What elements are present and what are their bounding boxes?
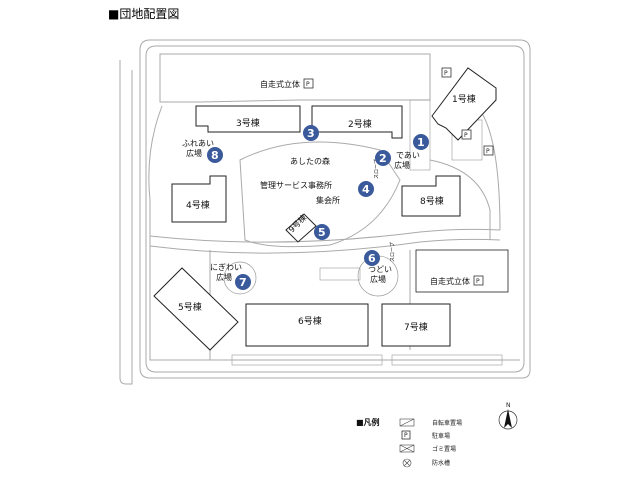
svg-text:8: 8 xyxy=(211,149,219,162)
svg-text:P: P xyxy=(464,132,468,139)
svg-text:6: 6 xyxy=(368,252,376,265)
svg-text:自走式立体: 自走式立体 xyxy=(260,79,300,89)
parking-marks: P P P xyxy=(441,67,494,156)
svg-text:であい: であい xyxy=(396,151,420,160)
plaza-nigiwai: にぎわい 広場 xyxy=(210,261,257,295)
svg-text:3: 3 xyxy=(307,127,315,140)
svg-text:広場: 広場 xyxy=(186,148,202,158)
svg-text:1号棟: 1号棟 xyxy=(452,93,476,105)
area-labels: あしたの森 管理サービス事務所 集会所 スロープ xyxy=(260,156,380,205)
svg-text:防水槽: 防水槽 xyxy=(432,459,450,467)
svg-text:2: 2 xyxy=(379,152,387,165)
marker-7[interactable]: 7 xyxy=(235,274,251,290)
svg-text:5号棟: 5号棟 xyxy=(178,301,202,313)
svg-text:つどい: つどい xyxy=(368,265,392,274)
marker-4[interactable]: 4 xyxy=(358,181,374,197)
legend-parking: P 駐車場 xyxy=(401,430,450,440)
svg-text:自走式立体: 自走式立体 xyxy=(430,276,470,286)
building-5: 5号棟 xyxy=(153,267,239,351)
svg-text:ふれあい: ふれあい xyxy=(182,139,214,148)
svg-text:スロープ: スロープ xyxy=(374,159,380,179)
north-arrow: N xyxy=(498,402,518,430)
legend: ■凡例 自転車置場 P 駐車場 ゴミ置場 防水槽 xyxy=(356,417,462,468)
svg-text:あしたの森: あしたの森 xyxy=(290,156,330,166)
parking-rows xyxy=(231,99,503,366)
svg-text:7号棟: 7号棟 xyxy=(404,321,428,333)
building-7: 7号棟 xyxy=(381,303,451,347)
svg-text:広場: 広場 xyxy=(216,272,232,282)
svg-text:N: N xyxy=(506,402,511,409)
marker-1[interactable]: 1 xyxy=(413,134,429,150)
svg-text:にぎわい: にぎわい xyxy=(210,262,242,272)
svg-text:4: 4 xyxy=(362,183,370,196)
svg-text:5: 5 xyxy=(318,226,326,239)
building-3: 3号棟 xyxy=(195,105,301,133)
parking-garage-east: 自走式立体 P xyxy=(415,249,509,293)
svg-text:3号棟: 3号棟 xyxy=(236,117,260,129)
svg-text:P: P xyxy=(404,432,408,439)
page-title: ■団地配置図 xyxy=(108,7,180,21)
svg-text:P: P xyxy=(486,148,490,155)
svg-text:管理サービス事務所: 管理サービス事務所 xyxy=(260,180,332,190)
svg-text:広場: 広場 xyxy=(370,274,386,284)
marker-3[interactable]: 3 xyxy=(303,125,319,141)
building-1: 1号棟 xyxy=(431,67,497,141)
svg-text:6号棟: 6号棟 xyxy=(298,315,322,327)
svg-text:P: P xyxy=(444,70,448,77)
marker-6[interactable]: 6 xyxy=(364,250,380,266)
svg-text:1: 1 xyxy=(417,136,425,149)
svg-text:8号棟: 8号棟 xyxy=(420,195,444,207)
slope-label-east: スロープ xyxy=(390,242,396,262)
svg-text:集会所: 集会所 xyxy=(316,195,340,205)
legend-water-tank: 防水槽 xyxy=(402,458,450,468)
svg-text:P: P xyxy=(476,278,480,285)
marker-8[interactable]: 8 xyxy=(207,147,223,163)
building-4: 4号棟 xyxy=(171,175,227,223)
svg-text:2号棟: 2号棟 xyxy=(348,118,372,130)
plaza-deai: であい 広場 xyxy=(394,151,420,170)
legend-bicycle-parking: 自転車置場 xyxy=(399,418,462,427)
marker-2[interactable]: 2 xyxy=(375,150,391,166)
svg-text:自転車置場: 自転車置場 xyxy=(432,419,462,427)
svg-text:4号棟: 4号棟 xyxy=(186,199,210,211)
svg-text:駐車場: 駐車場 xyxy=(432,432,450,440)
plaza-fureai: ふれあい 広場 xyxy=(182,139,214,158)
svg-text:■凡例: ■凡例 xyxy=(356,417,380,427)
building-2: 2号棟 xyxy=(311,105,403,139)
building-8: 8号棟 xyxy=(401,175,461,217)
marker-5[interactable]: 5 xyxy=(314,224,330,240)
svg-text:7: 7 xyxy=(239,276,247,289)
legend-garbage: ゴミ置場 xyxy=(399,444,456,453)
svg-text:広場: 広場 xyxy=(394,160,410,170)
svg-text:ゴミ置場: ゴミ置場 xyxy=(432,445,456,453)
building-6: 6号棟 xyxy=(245,303,369,347)
parking-garage-north: 自走式立体 P xyxy=(260,78,314,89)
building-9: 9号棟 xyxy=(285,212,317,243)
svg-text:P: P xyxy=(306,81,310,88)
